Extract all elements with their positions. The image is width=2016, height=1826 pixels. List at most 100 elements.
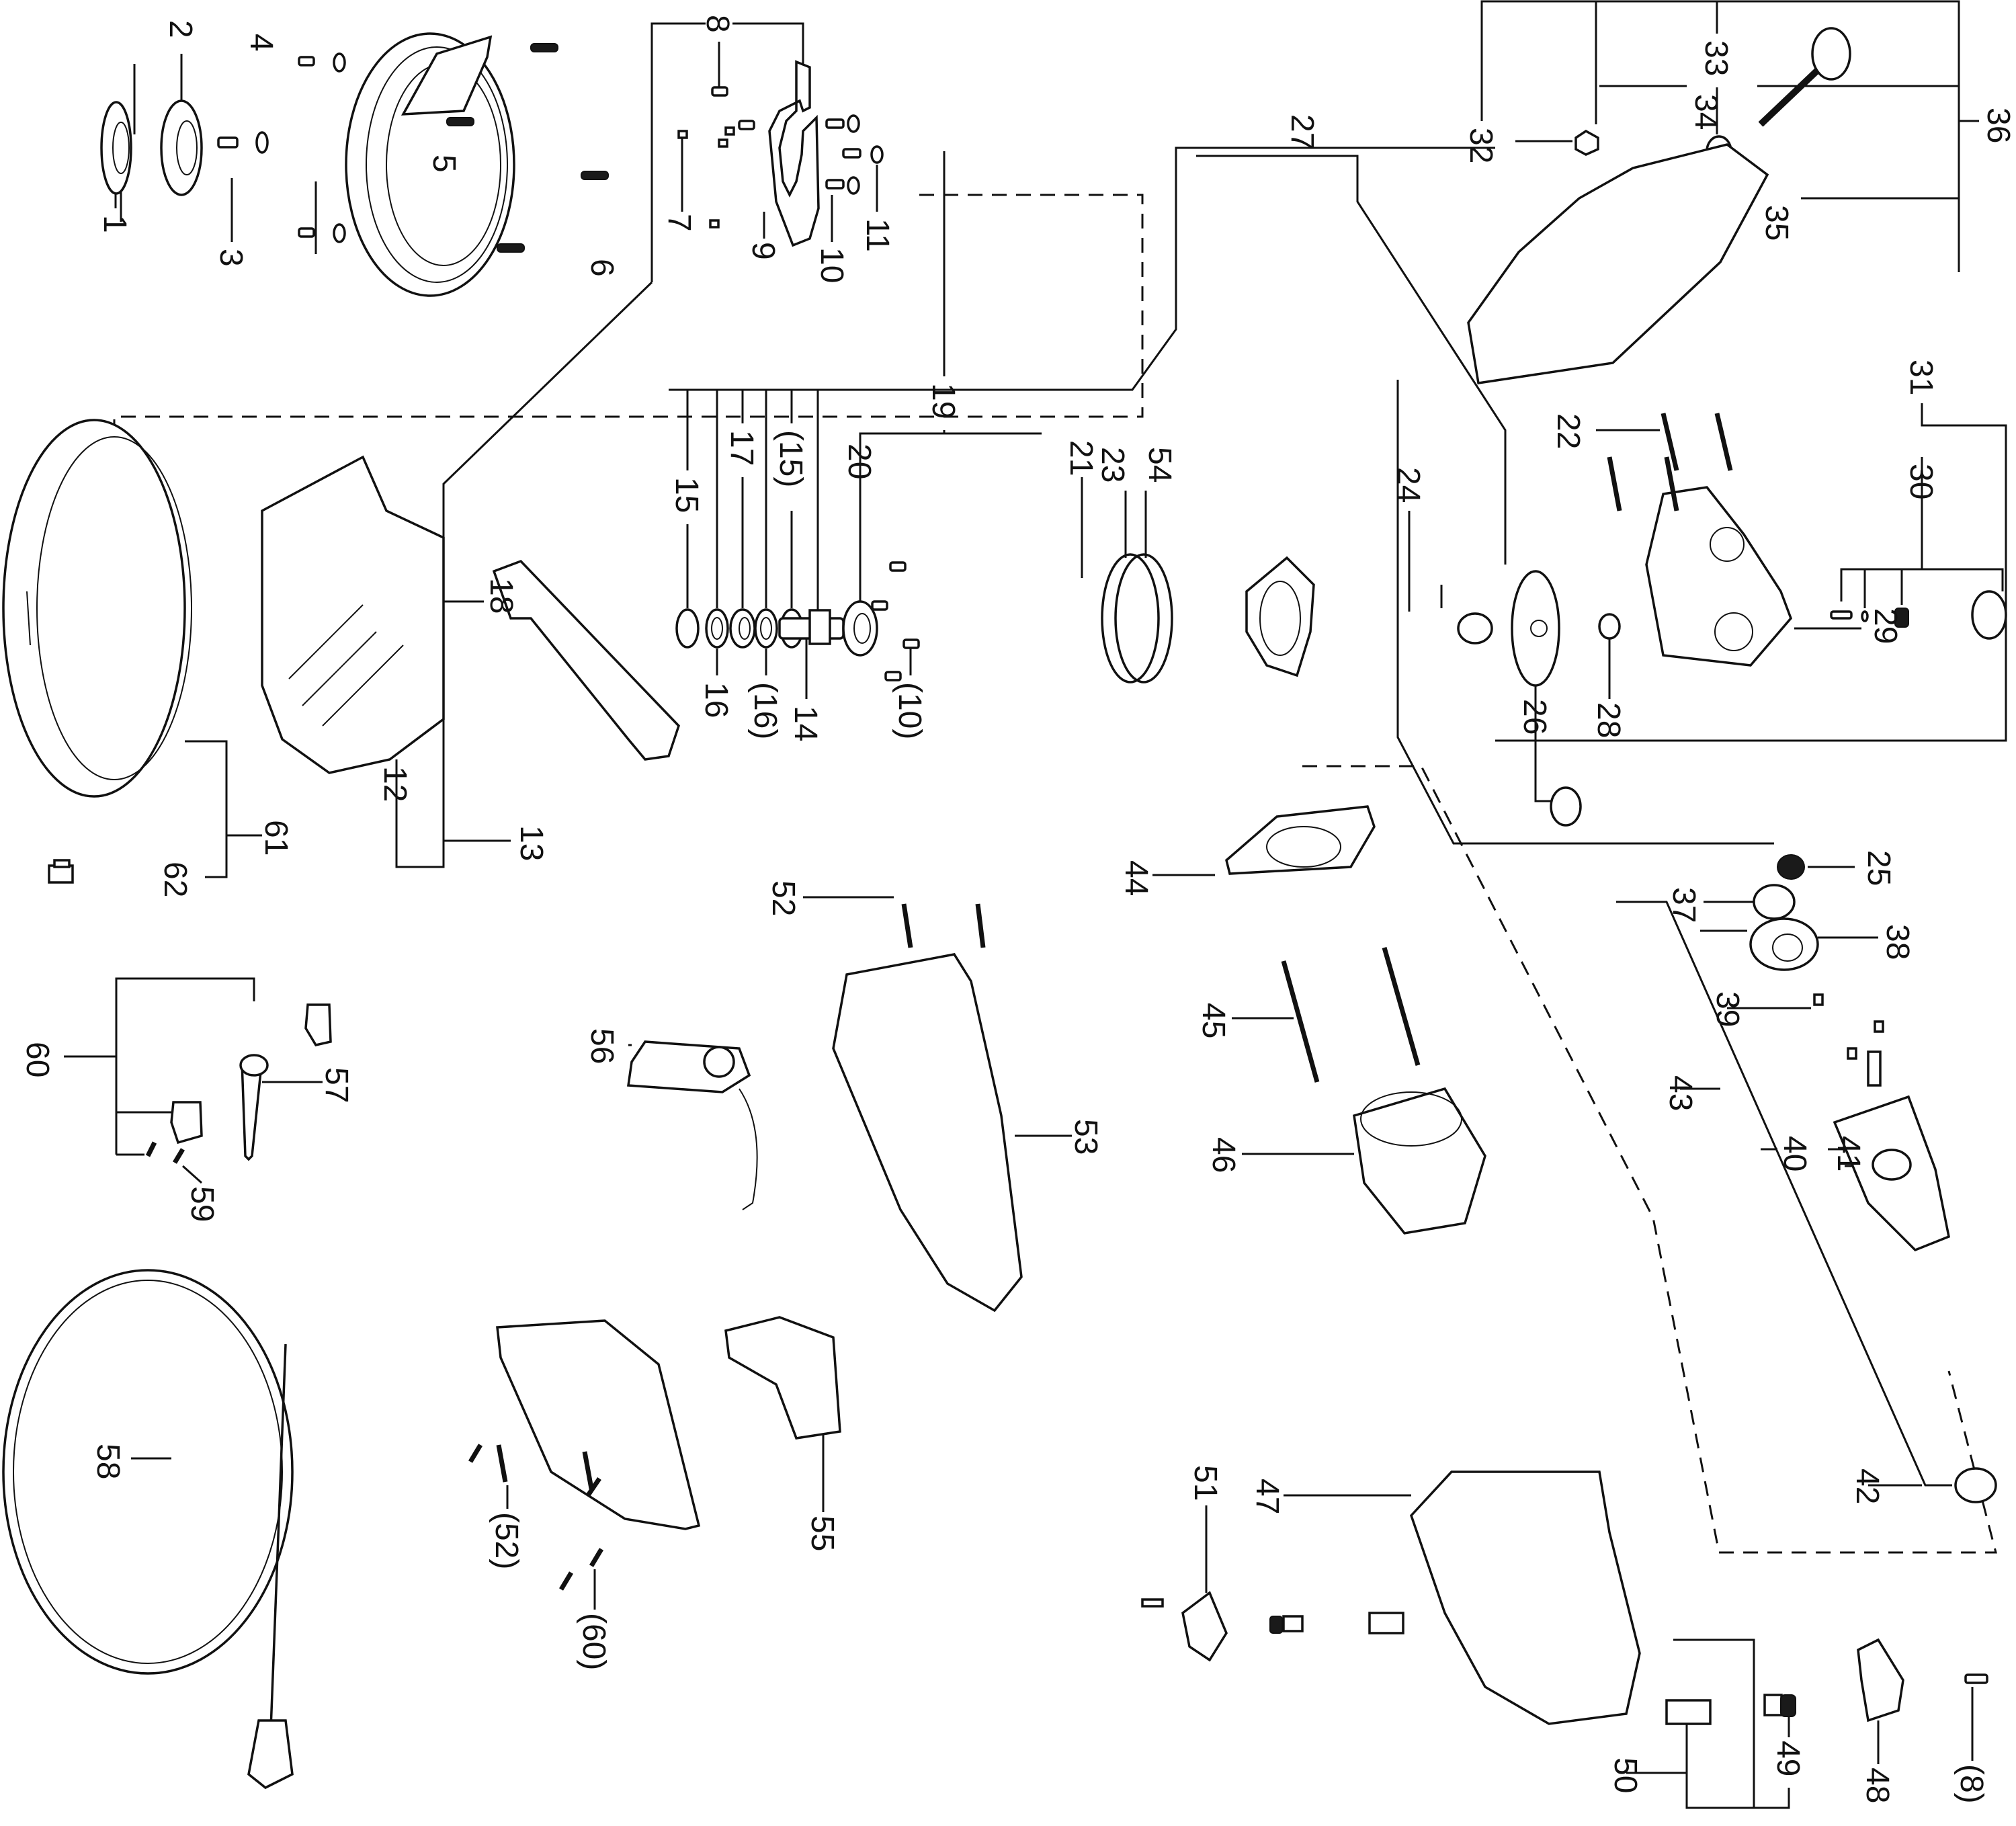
part-37-bearing [1753,884,1796,920]
label-9: 9 [745,242,781,260]
part-6-springs [446,43,609,253]
part-57-cord-protector [239,1054,269,1161]
label-48: 48 [1859,1768,1895,1803]
label-35: 35 [1759,205,1794,241]
label-57: 57 [319,1067,354,1103]
part-52-screws [901,903,986,948]
part-16-washer [705,608,729,649]
part-handle-half-left [496,1319,701,1530]
label-60b: (60) [576,1613,612,1670]
label-17: 17 [724,430,759,466]
label-36: 36 [1980,108,2016,143]
label-59: 59 [184,1186,220,1222]
label-10b: (10) [892,682,927,739]
part-2-flange [160,99,203,196]
label-31: 31 [1903,360,1939,395]
part-47-motor-housing [1410,1470,1641,1725]
label-62: 62 [157,862,193,897]
part-35-bow-handle [1467,143,1769,384]
label-24: 24 [1390,467,1426,503]
label-51: 51 [1187,1465,1223,1501]
part-51-brush-cover [1141,1591,1304,1662]
part-screws-guard [298,52,346,243]
label-42: 42 [1849,1468,1885,1504]
label-3: 3 [213,249,249,267]
label-20: 20 [841,444,877,479]
part-17-ring [729,608,756,649]
parts [2,27,2007,1790]
label-60: 60 [19,1042,55,1077]
label-53: 53 [1068,1119,1103,1155]
label-4: 4 [243,34,279,52]
part-59-screws [145,1141,185,1164]
label-5: 5 [426,155,462,173]
label-2: 2 [163,20,198,38]
label-8: 8 [700,15,735,33]
callout-labels: 1 2 3 4 5 6 7 8 9 10 11 12 13 14 15 (15)… [19,15,2016,1804]
part-20-bearing [842,600,878,657]
label-34: 34 [1688,94,1724,130]
part-34-bolt [1758,27,1851,127]
label-8b: (8) [1954,1764,1989,1804]
part-52b-60b-screws [468,1444,604,1591]
label-52: 52 [765,880,801,916]
label-50: 50 [1607,1757,1643,1793]
part-58-power-cord [2,1269,294,1790]
label-32: 32 [1463,128,1499,163]
part-46-stator [1353,1087,1486,1235]
label-44: 44 [1118,860,1154,896]
part-21-gear-cover [1245,556,1315,677]
label-18: 18 [483,578,519,614]
label-15: 15 [669,477,704,513]
label-29: 29 [1867,608,1903,644]
label-7: 7 [661,214,697,232]
part-29-gear-housing [1645,486,1793,667]
part-45-screws [1281,947,1421,1083]
part-56-electronic [627,1040,758,1210]
label-11: 11 [859,218,895,252]
label-16: 16 [698,682,734,718]
part-55-switch [724,1316,841,1440]
part-50-brush-holder [1368,1612,1712,1725]
label-41: 41 [1831,1136,1866,1171]
label-14: 14 [788,706,823,741]
part-8b-screw [1964,1673,1988,1684]
part-23-54-o-rings [1101,553,1173,683]
part-53-handle-half [832,953,1023,1313]
part-26-gear [1511,570,1560,687]
part-49-carbon-brush [1763,1694,1796,1717]
label-58: 58 [90,1444,126,1479]
label-10: 10 [814,247,849,283]
label-46: 46 [1206,1137,1241,1173]
label-12: 12 [377,766,413,802]
part-42-ring [1954,1467,1997,1503]
part-3-screw [217,136,239,149]
label-49: 49 [1770,1741,1806,1776]
part-25-bearing [1777,854,1805,880]
part-61-dust-hood [2,419,192,798]
part-32-nut [1574,129,1599,156]
part-24-sleeve [1457,612,1493,645]
label-40: 40 [1777,1136,1812,1171]
part-9-guard-plate [768,60,820,247]
label-16b: (16) [747,682,783,739]
label-19: 19 [925,383,961,419]
label-15b: (15) [773,430,808,487]
label-27: 27 [1284,114,1320,150]
part-10b-screws [871,561,920,681]
part-28-bushing [1598,613,1621,640]
label-38: 38 [1880,924,1915,960]
label-39: 39 [1710,991,1745,1027]
label-1: 1 [97,215,132,233]
label-33: 33 [1698,40,1734,76]
part-22-screws [1607,413,1733,511]
part-62-clip [48,859,74,884]
part-44-flange [1225,805,1376,875]
label-21: 21 [1063,440,1099,476]
part-60-cable-clamp [170,1003,332,1145]
part-48-brush-cap [1857,1638,1904,1723]
label-52b: (52) [489,1512,524,1569]
part-38-plate [1749,917,1819,971]
part-7-8-screws [677,86,755,229]
